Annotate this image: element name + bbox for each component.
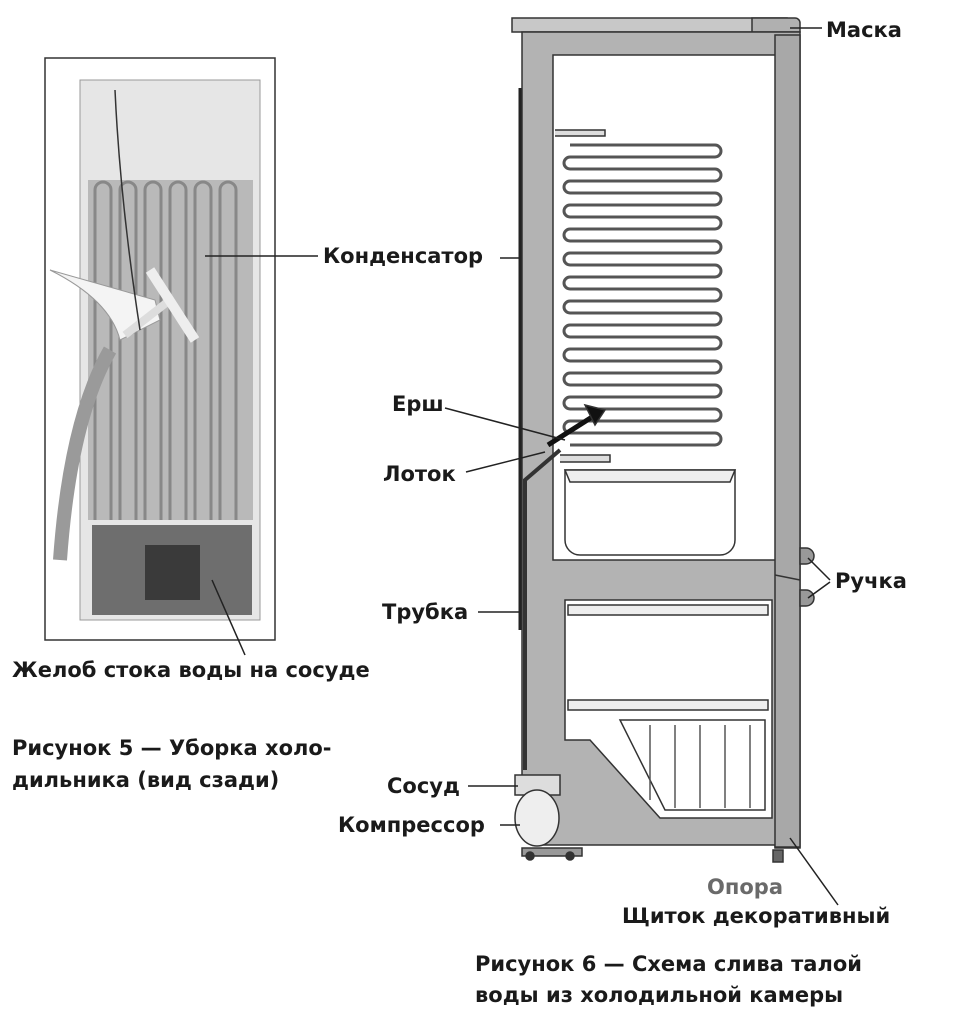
label-support: Опора — [707, 875, 783, 899]
callout-lines — [444, 27, 839, 906]
label-tube: Трубка — [382, 600, 469, 624]
figure6-caption-line1: Рисунок 6 — Схема слива талой — [475, 952, 863, 976]
figure5-caption-line1: Рисунок 5 — Уборка холо- — [12, 736, 332, 760]
label-compressor: Компрессор — [338, 813, 485, 837]
label-tray: Лоток — [383, 462, 456, 486]
gutter-callout-label: Желоб стока воды на сосуде — [12, 658, 370, 682]
fridge-rear-photo — [44, 57, 318, 656]
label-decorative-panel: Щиток декоративный — [622, 904, 891, 928]
label-vessel: Сосуд — [387, 774, 460, 798]
label-handle: Ручка — [835, 569, 907, 593]
figure5-caption-line2: дильника (вид сзади) — [12, 768, 280, 792]
label-brush: Ерш — [392, 392, 444, 416]
fridge-schematic — [511, 17, 815, 863]
label-condenser: Конденсатор — [323, 244, 484, 268]
figure6-caption-line2: воды из холодильной камеры — [475, 983, 844, 1007]
label-mask: Маска — [826, 18, 902, 42]
